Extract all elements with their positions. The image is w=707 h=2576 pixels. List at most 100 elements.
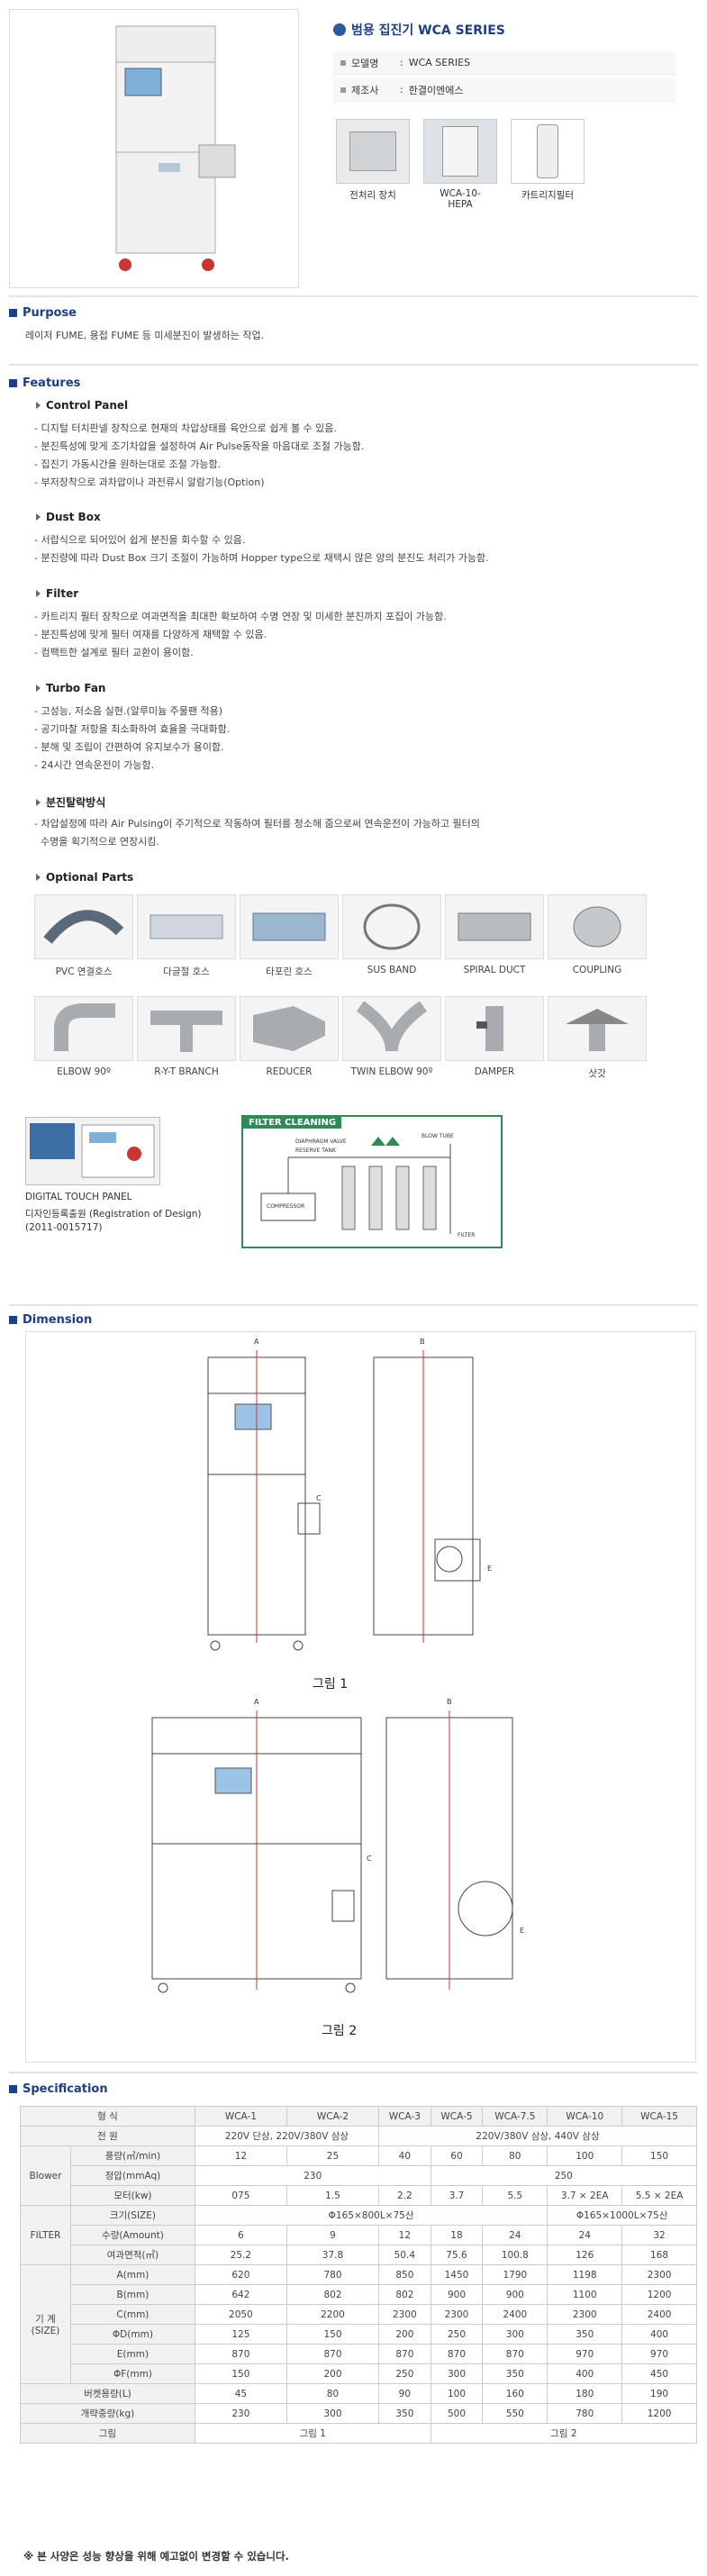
bullet-icon xyxy=(340,86,346,93)
feature-line: - 24시간 연속운전이 가능함. xyxy=(34,759,155,771)
table-row: 정압(mmAq) 230 250 xyxy=(21,2165,698,2186)
table-row: 개략중량(kg) 230 300 350 500 550 780 1200 xyxy=(20,2403,697,2424)
bullet-icon xyxy=(340,59,346,66)
part-twin-elbow: TWIN ELBOW 90º xyxy=(342,996,441,1077)
dimension-label: C xyxy=(367,1855,372,1863)
feature-line: - 분해 및 조립이 간편하여 유지보수가 용이함. xyxy=(34,741,224,753)
part-elbow: ELBOW 90º xyxy=(34,996,133,1077)
dimension-drawings xyxy=(151,1350,513,1993)
product-photo-frame xyxy=(9,9,299,288)
table-row: C(mm) 2050 2200 2300 2300 2400 2300 2400 xyxy=(21,2304,697,2325)
divider xyxy=(9,364,698,366)
purpose-text: 레이저 FUME, 용접 FUME 등 미세분진이 발생하는 작업. xyxy=(25,330,265,341)
dust-collector-photo xyxy=(115,25,236,271)
dimension-label: A xyxy=(254,1698,259,1706)
spec-note: ※ 본 사양은 성능 향상을 위해 예고없이 변경할 수 있습니다. xyxy=(23,2550,289,2562)
table-row: ΦF(mm) 150 200 250 300 350 400 450 xyxy=(21,2363,697,2384)
table-row: 기 계(SIZE) A(mm) 620 780 850 1450 1790 11… xyxy=(20,2264,697,2384)
table-row: 여과면적(㎡) 25.2 37.8 50.4 75.6 100.8 126 16… xyxy=(21,2245,697,2265)
feature-line: - 카트리지 필터 장착으로 여과면적을 최대한 확보하여 수명 연장 및 미세… xyxy=(34,611,447,622)
section-bullet-icon xyxy=(9,309,17,317)
dimension-label: B xyxy=(420,1338,425,1346)
dimension-label: E xyxy=(520,1927,525,1935)
dimension-label: B xyxy=(447,1698,452,1706)
figure-1-caption: 그림 1 xyxy=(313,1677,349,1692)
thumbnail-cartridge-filter[interactable]: 카트리지필터 xyxy=(511,119,585,209)
arrow-icon xyxy=(36,798,41,806)
feature-filter-title: Filter xyxy=(36,587,78,600)
section-bullet-icon xyxy=(9,2085,17,2093)
feature-line: - 분진량에 따라 Dust Box 크기 조절이 가능하며 Hopper ty… xyxy=(34,552,489,564)
table-row: 전 원 220V 단상, 220V/380V 삼상 220V/380V 삼상, … xyxy=(20,2126,697,2146)
optional-parts-title: Optional Parts xyxy=(36,871,133,884)
feature-line: - 서랍식으로 되어있어 쉽게 분진을 회수할 수 있음. xyxy=(34,534,246,546)
dimension-label: E xyxy=(487,1565,493,1573)
filter-cleaning-diagram: FILTER CLEANING DIAPHRAGM VALVE RESERVE … xyxy=(241,1115,503,1248)
feature-dust-box-title: Dust Box xyxy=(36,511,101,523)
part-coupling: COUPLING xyxy=(548,894,647,975)
thumbnail-pretreatment[interactable]: 전처리 장치 xyxy=(336,119,410,209)
table-row: Blower 풍량(㎥/min) 12 25 40 60 80 100 150 xyxy=(20,2145,697,2206)
feature-line: - 분진특성에 맞게 조기차압을 설정하여 Air Pulse동작을 마음대로 … xyxy=(34,440,365,452)
table-row: FILTER 크기(SIZE) Φ165×800L×75산 Φ165×1000L… xyxy=(20,2205,697,2265)
feature-line: 수명을 획기적으로 연장시킴. xyxy=(34,836,159,848)
divider xyxy=(9,295,698,297)
arrow-icon xyxy=(36,685,41,692)
table-row: ΦD(mm) 125 150 200 250 300 350 400 xyxy=(21,2324,697,2345)
part-corrugated-hose: 다글절 호스 xyxy=(137,894,236,978)
title-bullet-icon xyxy=(333,23,346,36)
table-row: 모터(kw) 075 1.5 2.2 3.7 5.5 3.7 × 2EA 5.5… xyxy=(21,2185,697,2206)
part-ryt-branch: R-Y-T BRANCH xyxy=(137,996,236,1077)
panel-label: DIGITAL TOUCH PANEL xyxy=(25,1192,132,1202)
part-rain-cap: 삿갓 xyxy=(548,996,647,1080)
section-bullet-icon xyxy=(9,379,17,387)
dimension-heading: Dimension xyxy=(9,1313,92,1327)
part-pvc-hose: PVC 연결호스 xyxy=(34,894,133,978)
part-damper: DAMPER xyxy=(445,996,544,1077)
table-row: 형 식 WCA-1 WCA-2 WCA-3 WCA-5 WCA-7.5 WCA-… xyxy=(20,2106,697,2127)
table-row: 버켓용량(L) 45 80 90 100 160 180 190 xyxy=(20,2383,697,2404)
feature-line: - 차압설정에 따라 Air Pulsing이 주기적으로 작동하여 필터를 청… xyxy=(34,818,480,830)
feature-line: - 분진특성에 맞게 필터 여재를 다양하게 채택할 수 있음. xyxy=(34,629,267,640)
feature-control-panel-title: Control Panel xyxy=(36,399,128,412)
feature-turbo-fan-title: Turbo Fan xyxy=(36,682,105,694)
part-spiral-duct: SPIRAL DUCT xyxy=(445,894,544,975)
arrow-icon xyxy=(36,402,41,409)
table-row: 그림 그림 1 그림 2 xyxy=(20,2423,698,2444)
table-row: 수량(Amount) 6 9 12 18 24 24 32 xyxy=(21,2225,697,2245)
info-row-model: 모델명 : WCA SERIES xyxy=(333,51,675,75)
figure-2-caption: 그림 2 xyxy=(322,2024,358,2038)
arrow-icon xyxy=(36,513,41,521)
panel-design-number: (2011-0015717) xyxy=(25,1222,103,1233)
feature-line: - 부저장착으로 과차압이나 과전류시 알람기능(Option) xyxy=(34,476,265,488)
arrow-icon xyxy=(36,590,41,597)
feature-line: - 컴팩트한 설계로 필터 교환이 용이함. xyxy=(34,647,194,658)
part-tarpaulin-hose: 타포린 호스 xyxy=(240,894,339,978)
divider xyxy=(9,1304,698,1306)
feature-line: - 디지털 터치판넬 장착으로 현재의 차압상태를 육안으로 쉽게 볼 수 있음… xyxy=(34,422,337,434)
info-row-maker: 제조사 : 한결이엔에스 xyxy=(333,78,675,102)
divider xyxy=(9,2072,698,2073)
feature-line: - 공기마찰 저항을 최소화하여 효율을 극대화함. xyxy=(34,723,231,735)
table-row: B(mm) 642 802 802 900 900 1100 1200 xyxy=(21,2284,697,2305)
section-bullet-icon xyxy=(9,1316,17,1324)
feature-line: - 집진기 가동시간을 원하는대로 조절 가능함. xyxy=(34,458,222,470)
feature-dust-release-title: 분진탈락방식 xyxy=(36,794,105,810)
specification-heading: Specification xyxy=(9,2082,108,2096)
spec-table: 형 식 WCA-1 WCA-2 WCA-3 WCA-5 WCA-7.5 WCA-… xyxy=(20,2106,698,2444)
panel-design-label: 디자인등록출원 (Registration of Design) xyxy=(25,1209,202,1220)
arrow-icon xyxy=(36,874,41,881)
dimension-drawing-frame: A B C E A B C E 그림 1 그림 2 xyxy=(25,1331,696,2063)
table-row: E(mm) 870 870 870 870 870 970 970 xyxy=(21,2344,697,2364)
digital-touch-panel-image xyxy=(25,1117,160,1185)
thumbnail-hepa[interactable]: WCA-10-HEPA xyxy=(423,119,497,210)
filter-cleaning-title: FILTER CLEANING xyxy=(243,1117,342,1129)
product-title: 범용 집진기 WCA SERIES xyxy=(333,21,505,39)
part-sus-band: SUS BAND xyxy=(342,894,441,975)
part-reducer: REDUCER xyxy=(240,996,339,1077)
dimension-label: C xyxy=(316,1494,322,1502)
feature-line: - 고성능, 저소음 실현.(알루미늄 주물팬 적용) xyxy=(34,705,223,717)
features-heading: Features xyxy=(9,376,80,390)
purpose-heading: Purpose xyxy=(9,306,77,320)
dimension-label: A xyxy=(254,1338,259,1346)
